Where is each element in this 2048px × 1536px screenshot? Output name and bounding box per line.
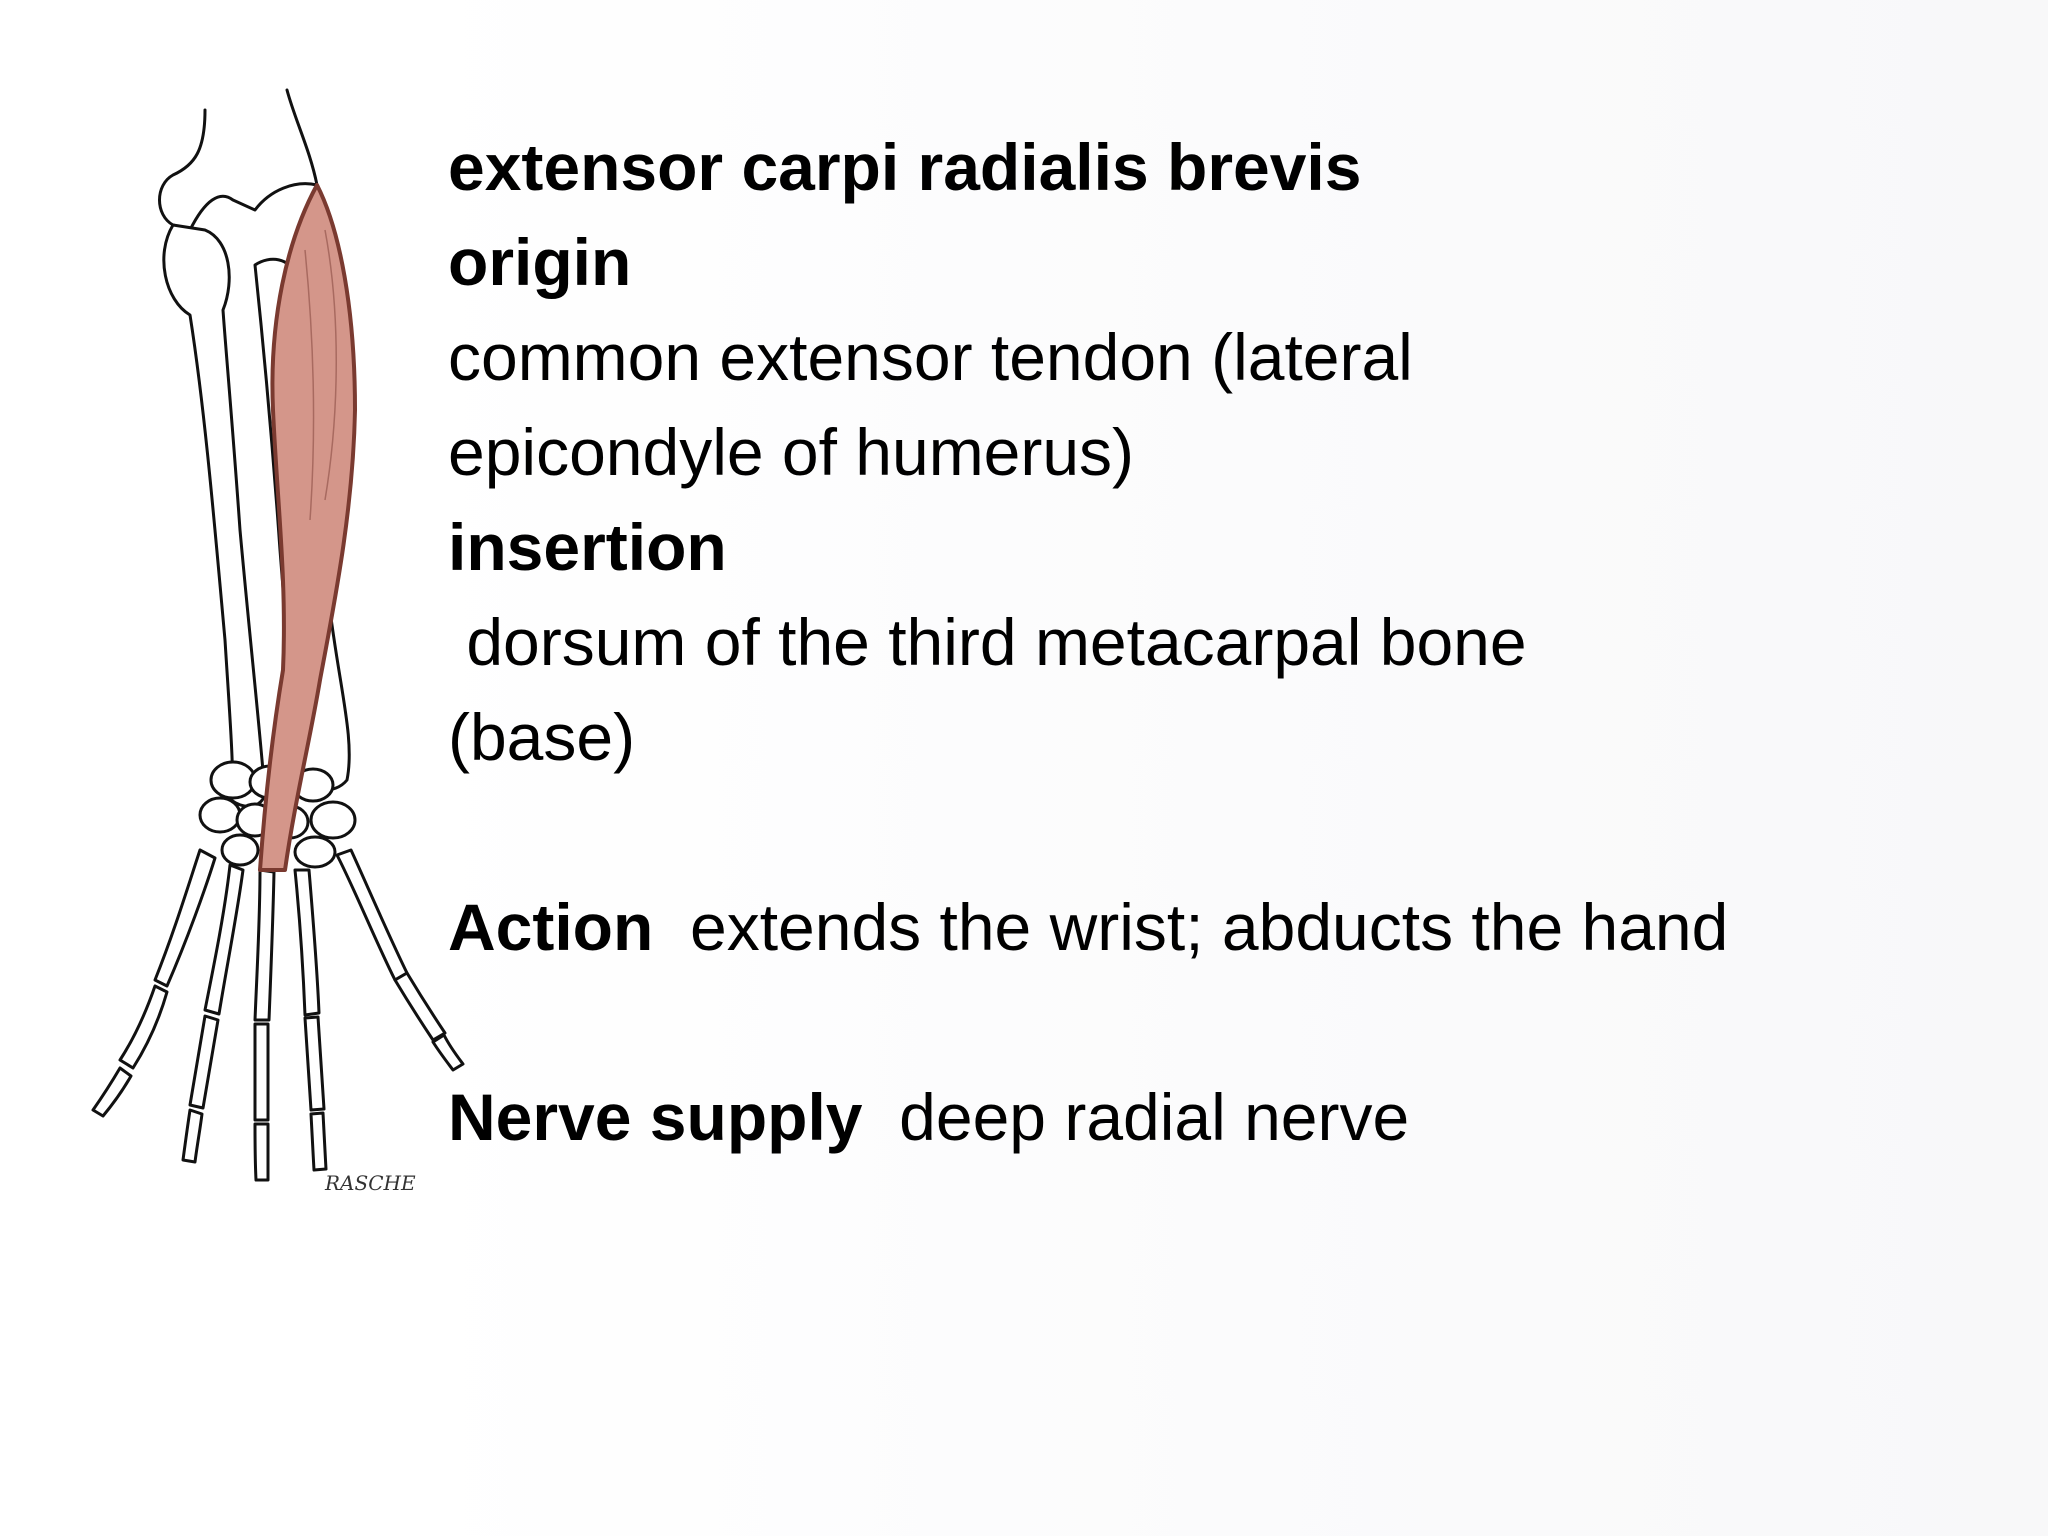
muscle-fiber-line: [304, 249, 315, 521]
metacarpal-bone: [153, 848, 217, 988]
phalanx-bone: [393, 971, 447, 1042]
action-text: extends the wrist; abducts the hand: [653, 890, 1729, 964]
muscle-title: extensor carpi radialis brevis: [448, 130, 1362, 204]
phalanx-bone: [188, 1014, 220, 1110]
origin-text-line-2: epicondyle of humerus): [448, 415, 1135, 489]
phalanx-bone: [91, 1066, 133, 1118]
origin-heading: origin: [448, 225, 632, 299]
extensor-carpi-radialis-brevis-muscle: [258, 183, 357, 872]
nerve-row: Nerve supply deep radial nerve: [448, 1070, 1988, 1165]
phalanx-bone: [253, 1022, 270, 1122]
artist-signature: RASCHE: [324, 1171, 416, 1195]
metacarpal-bone: [293, 868, 321, 1017]
nerve-text: deep radial nerve: [862, 1080, 1410, 1154]
origin-text-line-1: common extensor tendon (lateral: [448, 320, 1413, 394]
text-block: extensor carpi radialis brevis origin co…: [448, 120, 1988, 1165]
nerve-label: Nerve supply: [448, 1080, 863, 1154]
phalanx-bone: [253, 1122, 270, 1182]
spacer: [448, 785, 1988, 880]
carpal-bone: [209, 760, 257, 800]
action-row: Action extends the wrist; abducts the ha…: [448, 880, 1988, 975]
insertion-text-line-1: dorsum of the third metacarpal bone: [448, 605, 1527, 679]
insertion-text-line-2: (base): [448, 700, 636, 774]
phalanx-bone: [181, 1108, 204, 1164]
action-label: Action: [448, 890, 654, 964]
spacer: [448, 975, 1988, 1070]
phalanx-bone: [431, 1033, 465, 1072]
forearm-muscle-drawing: RASCHE: [91, 88, 465, 1195]
carpal-bone: [220, 833, 260, 867]
metacarpal-bone: [335, 848, 409, 982]
phalanx-bone: [303, 1015, 326, 1112]
humerus-bone: [158, 88, 319, 232]
metacarpal-bone: [203, 863, 245, 1016]
phalanx-bone: [309, 1111, 328, 1172]
phalanx-bone: [118, 984, 169, 1070]
forearm-illustration: RASCHE: [55, 80, 475, 1210]
carpal-bone: [293, 835, 337, 869]
carpal-bone: [198, 796, 242, 834]
muscle-fiber-line: [324, 229, 337, 501]
metacarpal-bone: [253, 868, 276, 1022]
ulna-bone: [162, 223, 267, 808]
carpal-bone: [309, 800, 357, 840]
insertion-heading: insertion: [448, 510, 727, 584]
